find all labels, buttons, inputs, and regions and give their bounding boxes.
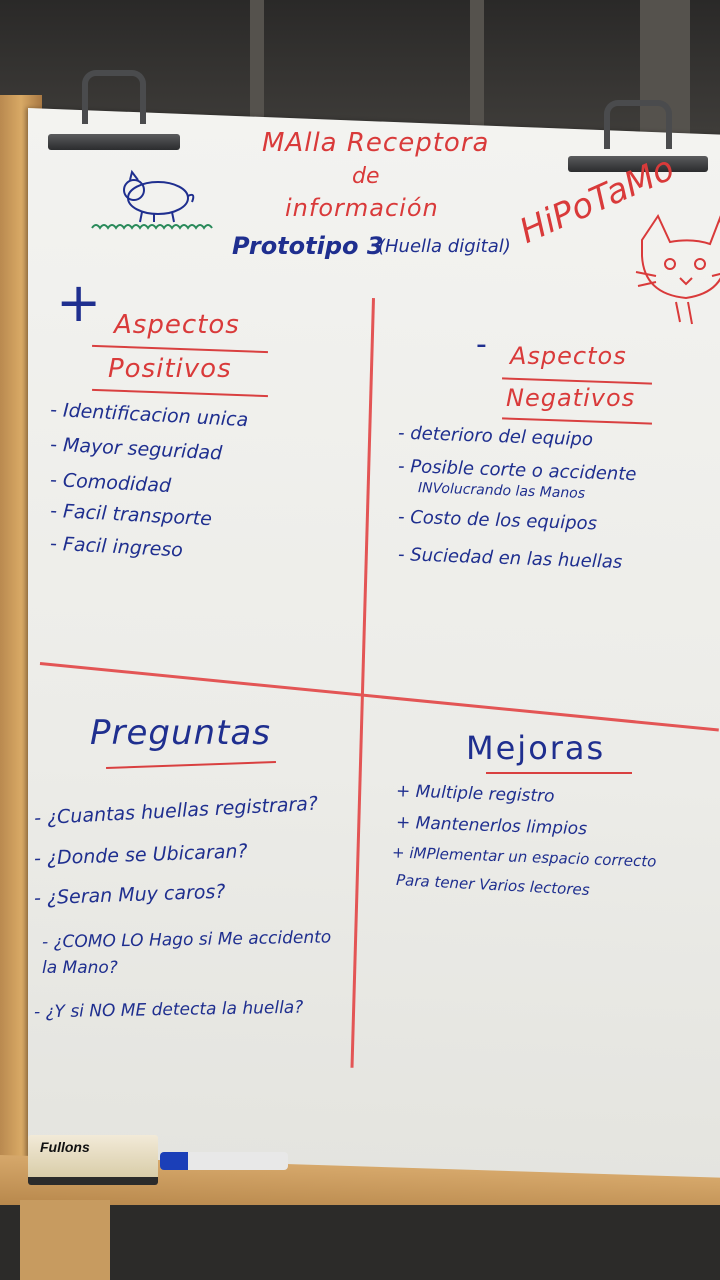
eraser-brand-label: Fullons [40,1139,90,1155]
positive-heading-line2: Positivos [108,354,232,384]
title-line-3: información [285,194,439,222]
cat-doodle-icon [635,213,720,325]
question-item: la Mano? [42,958,118,978]
questions-heading: Preguntas [90,713,271,753]
negative-heading-prefix: - [476,327,487,362]
easel-leg [20,1200,110,1280]
title-line-1: MAlla Receptora [262,128,490,158]
positive-heading-prefix: + [56,271,102,334]
question-item: - ¿Y si NO ME detecta la huella? [33,997,304,1023]
background-pillar [470,0,484,160]
improvements-heading: Mejoras [466,729,606,767]
subtitle-prototype: Prototipo 3 [232,232,384,260]
title-line-2: de [352,164,380,189]
question-item: - ¿COMO LO Hago si Me accidento [41,927,332,953]
pig-doodle-icon [91,169,213,230]
whiteboard-eraser: Fullons [28,1135,158,1185]
binder-clip-left [48,70,180,150]
floor [0,1205,720,1280]
negative-heading-line1: Aspectos [510,342,627,370]
positive-heading-line1: Aspectos [114,310,240,340]
whiteboard [28,108,720,1196]
negative-heading-line2: Negativos [506,384,636,412]
blue-marker [160,1152,288,1170]
improvements-heading-underline [486,772,632,774]
binder-clip-right [568,100,708,172]
subtitle-note: (Huella digital) [378,236,511,257]
